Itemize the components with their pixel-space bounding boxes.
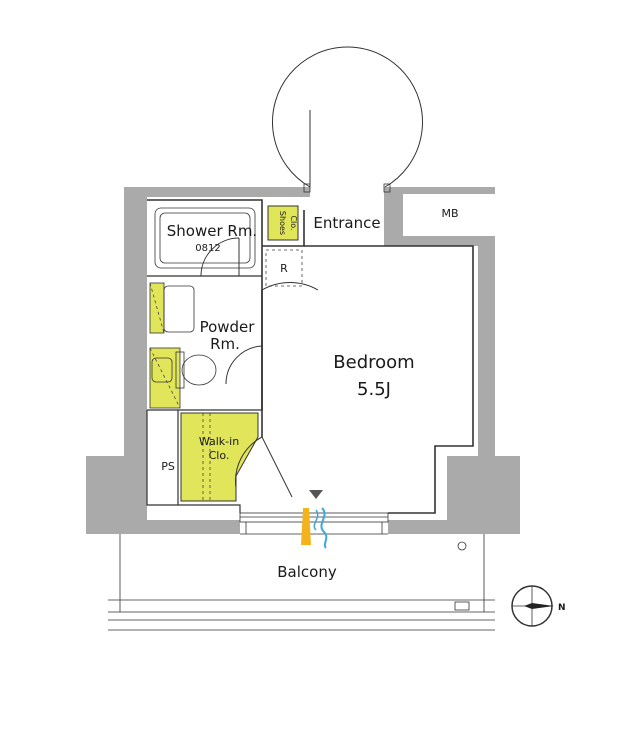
shoes-closet-box — [267, 205, 299, 241]
toilet-storage — [149, 347, 181, 409]
ps-label: PS — [161, 460, 175, 473]
left-wall — [124, 187, 147, 458]
bedroom-size: 5.5J — [357, 379, 391, 400]
toilet-seat — [151, 357, 173, 383]
air-conditioner — [301, 490, 328, 549]
balcony-label: Balcony — [277, 563, 337, 581]
compass-rose: N — [511, 585, 566, 627]
toilet-bowl — [181, 354, 217, 386]
top-wall — [124, 187, 310, 197]
shoes-label-line2: Clo. — [289, 215, 298, 230]
aircon-icon — [309, 490, 323, 499]
right-wall — [478, 246, 495, 458]
toilet-tank — [175, 351, 185, 389]
shoes-label-line1: Shoes — [278, 211, 287, 235]
washbasin — [163, 285, 195, 333]
entrance-step — [262, 210, 305, 247]
closet-door-arc — [235, 436, 263, 489]
entrance: Entrance — [272, 46, 423, 232]
right-pillar — [388, 456, 520, 534]
bedroom: Bedroom 5.5J — [333, 352, 414, 400]
hatch-icon — [454, 601, 470, 611]
walk-in-closet: Walk-in Clo. — [180, 412, 293, 502]
toilet-storage-dash — [149, 347, 181, 409]
aircon-warm-wave — [320, 507, 328, 549]
powder-room: Powder Rm. — [149, 282, 263, 409]
walk-in-label-line2: Clo. — [209, 449, 230, 462]
shower-room-code: 0812 — [195, 243, 220, 254]
mb-wall-left — [384, 194, 403, 246]
balcony: Balcony — [108, 534, 495, 631]
exterior-walls — [86, 187, 520, 534]
ps-wall — [146, 410, 241, 513]
shoes-closet: Shoes Clo. — [267, 205, 299, 241]
mb-label: MB — [441, 207, 458, 220]
shower-room: Shower Rm. 0812 — [154, 207, 257, 277]
walk-in-label-line1: Walk-in — [199, 435, 239, 448]
compass-north-label: N — [558, 603, 566, 613]
bedroom-door-arc — [261, 281, 319, 291]
shower-room-label: Shower Rm. — [167, 222, 257, 240]
bedroom-label: Bedroom — [333, 352, 414, 373]
entrance-door-frame-right — [383, 183, 391, 193]
refrigerator-space: R — [265, 249, 303, 287]
aircon-cool-wave — [301, 508, 311, 545]
drain-icon — [457, 541, 467, 551]
window-frame — [239, 512, 389, 523]
entrance-door-arc — [272, 46, 423, 188]
aircon-warm-wave-2 — [313, 509, 319, 531]
shower-tub-inner — [159, 212, 251, 264]
refrigerator-box — [265, 249, 303, 287]
left-pillar — [86, 456, 240, 534]
compass-needle-icon — [524, 603, 554, 609]
powder-door-arc — [225, 345, 263, 385]
washbasin-dash — [149, 282, 165, 334]
refrigerator-label: R — [280, 262, 288, 275]
entrance-label: Entrance — [313, 214, 380, 232]
powder-room-label-line1: Powder — [200, 318, 256, 336]
bedroom-outline — [304, 245, 474, 514]
shower-door-arc — [200, 237, 240, 277]
closet-door-leaf — [261, 436, 293, 498]
balcony-window — [239, 512, 389, 535]
powder-room-label-line2: Rm. — [210, 335, 240, 353]
entrance-door-frame-left — [303, 183, 311, 193]
shower-tub — [154, 207, 256, 269]
